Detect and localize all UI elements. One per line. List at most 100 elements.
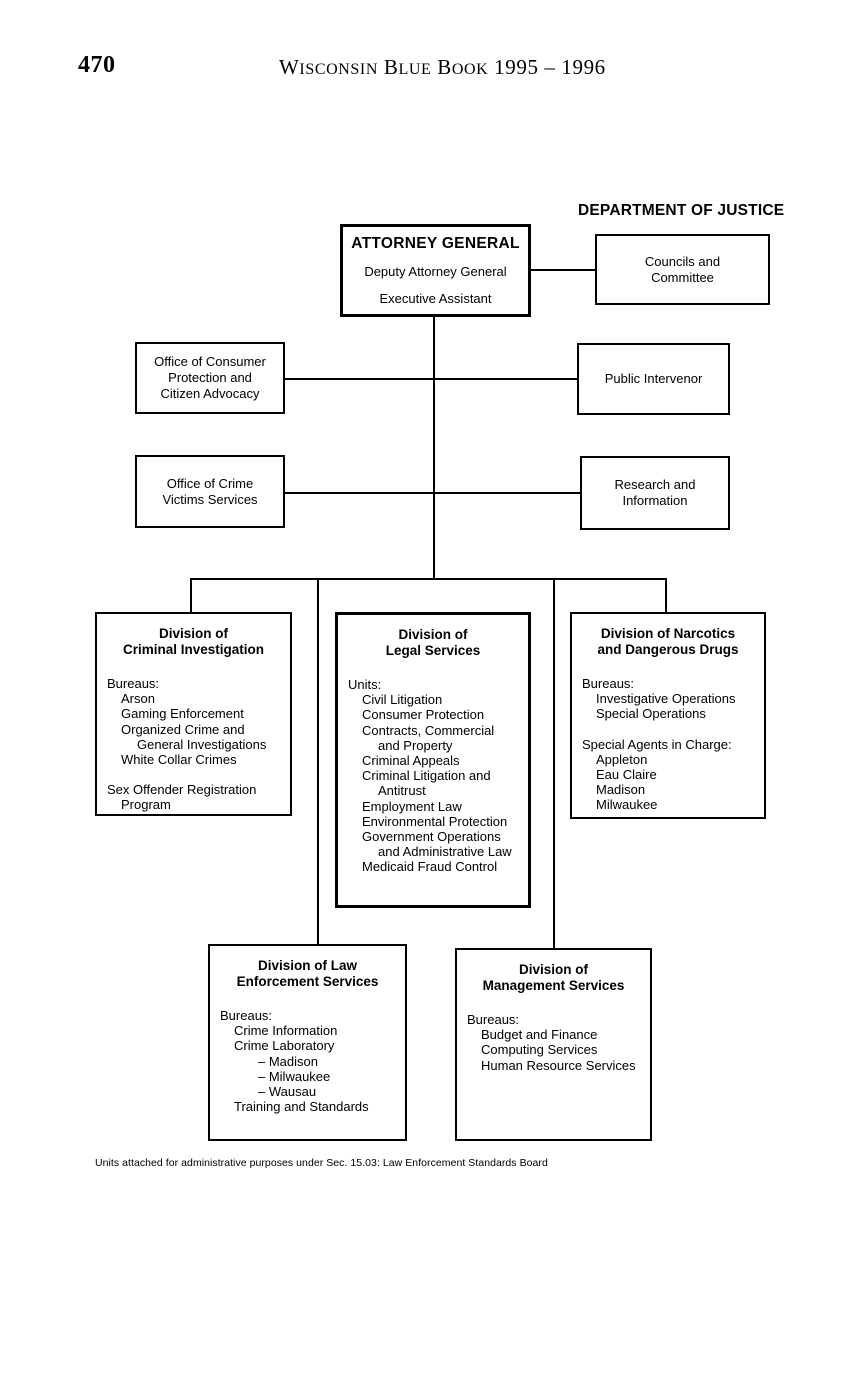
node-research-and-information[interactable]: Research and Information bbox=[580, 456, 730, 530]
book-title: WISCONSIN BLUE BOOK 1995 – 1996 bbox=[279, 55, 606, 80]
dci-bureau-item: Arson bbox=[121, 691, 155, 707]
councils-line1: Councils and bbox=[644, 253, 721, 269]
node-office-of-crime-victims-services[interactable]: Office of Crime Victims Services bbox=[135, 455, 285, 528]
dls-unit-item: and Property bbox=[378, 737, 453, 753]
dnd-bureau-item: Investigative Operations bbox=[596, 691, 736, 707]
node-division-of-narcotics[interactable]: Division of Narcotics and Dangerous Drug… bbox=[570, 612, 766, 819]
dls-unit-item: Antitrust bbox=[378, 783, 426, 799]
attorney-general-title: ATTORNEY GENERAL bbox=[351, 234, 520, 252]
dci-bureau-item: Gaming Enforcement bbox=[121, 706, 244, 722]
dles-bureau-item: Crime Information bbox=[234, 1023, 338, 1039]
dci-sex-offender-line2: Program bbox=[121, 797, 171, 813]
dnd-title-line1: Division of Narcotics bbox=[600, 626, 736, 641]
dci-sex-offender-line1: Sex Offender Registration bbox=[107, 782, 257, 798]
dls-body: Units: Civil Litigation Consumer Protect… bbox=[338, 677, 528, 875]
dms-bureau-item: Computing Services bbox=[481, 1042, 598, 1058]
research-line2: Information bbox=[622, 493, 688, 508]
node-division-of-legal-services[interactable]: Division of Legal Services Units: Civil … bbox=[335, 612, 531, 908]
dms-bureau-item: Budget and Finance bbox=[481, 1027, 598, 1043]
dles-bureau-item: Crime Laboratory bbox=[234, 1038, 335, 1054]
dnd-bureau-item: Special Operations bbox=[596, 706, 706, 722]
dnd-agent-item: Eau Claire bbox=[596, 767, 657, 783]
dms-bureau-item: Human Resource Services bbox=[481, 1057, 636, 1073]
dci-body: Bureaus: Arson Gaming Enforcement Organi… bbox=[97, 676, 290, 813]
dls-unit-item: Criminal Litigation and bbox=[362, 768, 491, 784]
dci-title-line2: Criminal Investigation bbox=[122, 642, 265, 657]
connector-drop-law-enforcement bbox=[317, 578, 319, 944]
page-header: 470 WISCONSIN BLUE BOOK 1995 – 1996 bbox=[0, 52, 859, 86]
dnd-agents-head: Special Agents in Charge: bbox=[582, 736, 732, 752]
dles-bureau-item: – Wausau bbox=[258, 1084, 317, 1100]
crime-victims-line1: Office of Crime bbox=[166, 475, 254, 491]
dls-unit-item: and Administrative Law bbox=[378, 844, 512, 860]
dci-bureau-item: White Collar Crimes bbox=[121, 752, 237, 768]
dnd-agent-item: Milwaukee bbox=[596, 797, 658, 813]
dls-unit-item: Contracts, Commercial bbox=[362, 722, 495, 738]
connector-ag-to-councils bbox=[531, 269, 595, 271]
attorney-general-deputy: Deputy Attorney General bbox=[364, 263, 507, 279]
research-line1: Research and bbox=[614, 477, 696, 492]
dci-spacer bbox=[107, 767, 290, 782]
dms-title-line1: Division of bbox=[518, 962, 588, 977]
consumer-protection-line3: Citizen Advocacy bbox=[160, 386, 260, 401]
dls-title-line2: Legal Services bbox=[385, 643, 481, 658]
dles-title-line2: Enforcement Services bbox=[236, 974, 379, 989]
dles-body: Bureaus: Crime Information Crime Laborat… bbox=[210, 1008, 405, 1114]
node-division-of-law-enforcement-services[interactable]: Division of Law Enforcement Services Bur… bbox=[208, 944, 407, 1141]
node-councils-and-committee[interactable]: Councils and Committee bbox=[595, 234, 770, 305]
dls-unit-item: Environmental Protection bbox=[362, 813, 508, 829]
dls-unit-item: Medicaid Fraud Control bbox=[362, 859, 498, 875]
dms-bureaus-head: Bureaus: bbox=[467, 1012, 520, 1027]
dci-bureau-item: Organized Crime and bbox=[121, 721, 245, 737]
node-attorney-general[interactable]: ATTORNEY GENERAL Deputy Attorney General… bbox=[340, 224, 531, 317]
book-title-b: B bbox=[383, 55, 399, 79]
connector-division-bus bbox=[190, 578, 667, 580]
node-division-of-management-services[interactable]: Division of Management Services Bureaus:… bbox=[455, 948, 652, 1141]
dles-bureau-item: – Milwaukee bbox=[258, 1068, 331, 1084]
dnd-agent-item: Appleton bbox=[596, 751, 648, 767]
dls-unit-item: Government Operations bbox=[362, 829, 501, 845]
dles-title-line1: Division of Law bbox=[257, 958, 357, 973]
book-title-w: W bbox=[279, 55, 300, 79]
dnd-bureaus-head: Bureaus: bbox=[582, 676, 635, 691]
public-intervenor-label: Public Intervenor bbox=[604, 371, 703, 386]
dls-unit-item: Criminal Appeals bbox=[362, 753, 460, 769]
node-office-of-consumer-protection[interactable]: Office of Consumer Protection and Citize… bbox=[135, 342, 285, 414]
chart-footnote: Units attached for administrative purpos… bbox=[95, 1157, 548, 1169]
dci-bureaus-head: Bureaus: bbox=[107, 676, 160, 691]
connector-consumer-intervenor bbox=[285, 378, 577, 380]
node-division-of-criminal-investigation[interactable]: Division of Criminal Investigation Burea… bbox=[95, 612, 292, 816]
dci-bureau-item: General Investigations bbox=[137, 736, 267, 752]
dls-unit-item: Civil Litigation bbox=[362, 692, 443, 708]
councils-line2: Committee bbox=[651, 269, 714, 285]
attorney-general-executive-assistant: Executive Assistant bbox=[379, 290, 492, 306]
dnd-agent-item: Madison bbox=[596, 782, 646, 798]
dms-title-line2: Management Services bbox=[482, 978, 625, 993]
dls-unit-item: Consumer Protection bbox=[362, 707, 485, 723]
connector-victims-research bbox=[285, 492, 580, 494]
dls-title-line1: Division of bbox=[398, 627, 468, 642]
page-number: 470 bbox=[78, 52, 116, 78]
dci-title-line1: Division of bbox=[158, 626, 228, 641]
crime-victims-line2: Victims Services bbox=[162, 491, 258, 507]
connector-central-spine bbox=[433, 316, 435, 580]
dnd-spacer bbox=[582, 722, 764, 737]
dms-body: Bureaus: Budget and Finance Computing Se… bbox=[457, 1012, 650, 1073]
connector-drop-management-services bbox=[553, 578, 555, 948]
dls-units-head: Units: bbox=[348, 677, 382, 692]
book-title-lue: LUE bbox=[398, 61, 432, 78]
connector-drop-criminal-investigation bbox=[190, 578, 192, 612]
dls-unit-item: Employment Law bbox=[362, 798, 462, 814]
dles-bureau-item: Training and Standards bbox=[234, 1099, 369, 1115]
dnd-title-line2: and Dangerous Drugs bbox=[597, 642, 739, 657]
department-heading: DEPARTMENT OF JUSTICE bbox=[578, 202, 785, 219]
dnd-body: Bureaus: Investigative Operations Specia… bbox=[572, 676, 764, 813]
connector-drop-narcotics bbox=[665, 578, 667, 612]
book-title-years: 1995 – 1996 bbox=[488, 55, 606, 79]
node-public-intervenor[interactable]: Public Intervenor bbox=[577, 343, 730, 415]
consumer-protection-line2: Protection and bbox=[168, 370, 252, 385]
dles-bureau-item: – Madison bbox=[258, 1053, 318, 1069]
book-title-b2: B bbox=[437, 55, 452, 79]
book-title-isconsin: ISCONSIN bbox=[299, 61, 379, 78]
